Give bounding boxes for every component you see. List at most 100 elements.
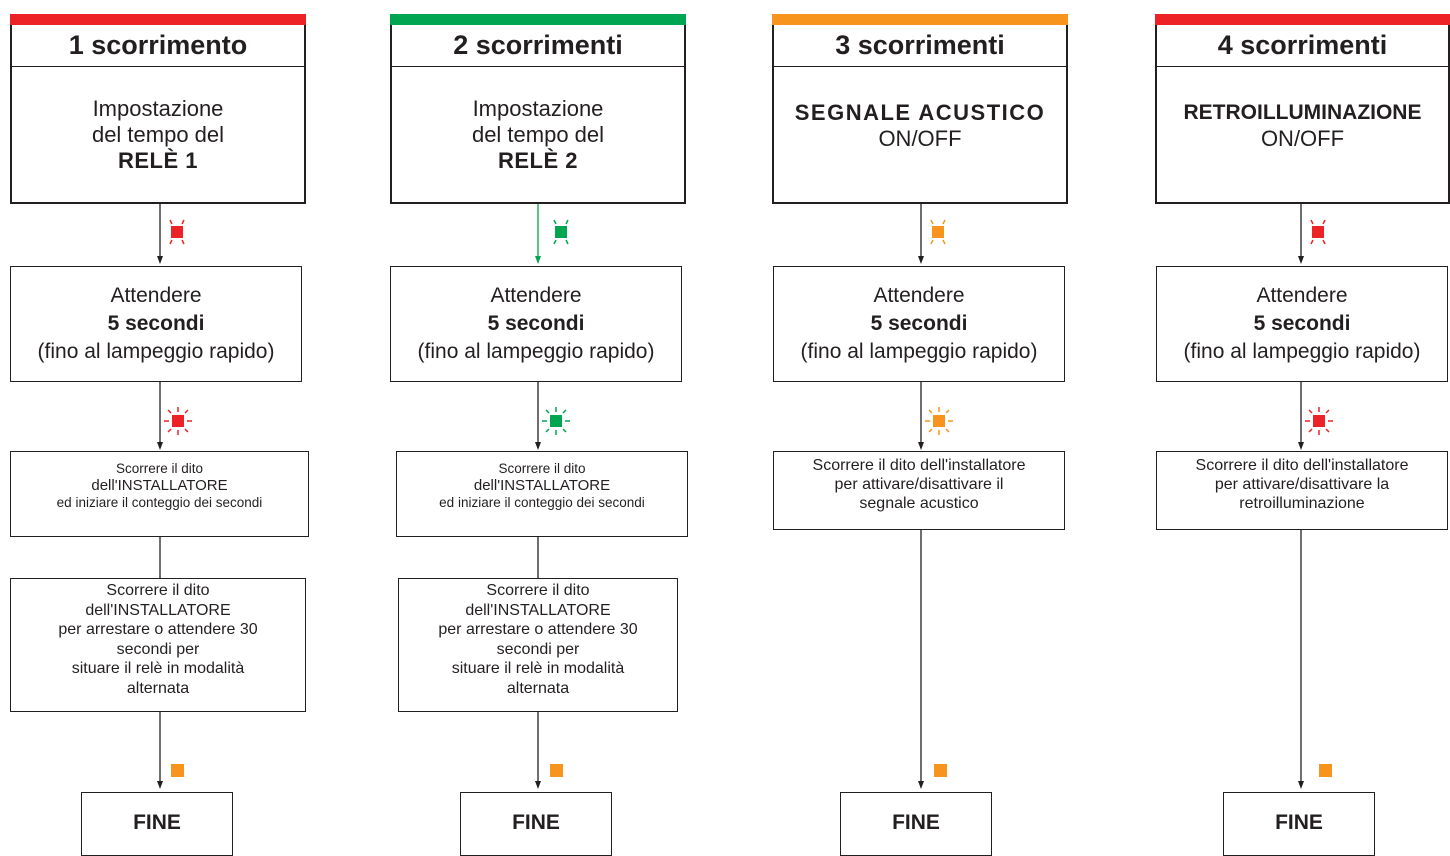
desc-line: del tempo del	[471, 122, 605, 147]
step-box: Scorrere il dito dell'installatore per a…	[1156, 451, 1448, 530]
header-description: Impostazione del tempo del RELÈ 2	[392, 68, 684, 202]
step-line: Scorrere il dito	[115, 461, 204, 476]
desc-line: Impostazione	[92, 96, 224, 121]
step-line: Scorrere il dito	[486, 582, 590, 599]
accent-bar	[772, 14, 1068, 25]
led-steady-icon	[1310, 219, 1326, 245]
step-box: Scorrere il dito dell'INSTALLATORE ed in…	[10, 451, 309, 537]
step-line: dell'INSTALLATORE	[465, 601, 611, 619]
end-label: FINE	[133, 811, 181, 834]
step-header: 3 scorrimenti SEGNALE ACUSTICO ON/OFF	[772, 14, 1068, 204]
wait-bold: 5 secondi	[1253, 312, 1351, 335]
step-line: dell'INSTALLATORE	[473, 477, 611, 494]
step-header: 4 scorrimenti RETROILLUMINAZIONE ON/OFF	[1155, 14, 1450, 204]
led-steady-icon	[550, 764, 563, 777]
step-line: per attivare/disattivare il	[834, 476, 1004, 493]
step-line: Scorrere il dito	[498, 461, 586, 476]
header-description: SEGNALE ACUSTICO ON/OFF	[774, 68, 1066, 202]
column-1: 1 scorrimento Impostazione del tempo del…	[0, 0, 310, 856]
header-description: RETROILLUMINAZIONE ON/OFF	[1157, 68, 1448, 202]
column-2: 2 scorrimenti Impostazione del tempo del…	[388, 0, 698, 856]
end-box: FINE	[460, 792, 612, 856]
end-label: FINE	[512, 811, 560, 834]
wait-line: (fino al lampeggio rapido)	[1183, 340, 1421, 363]
end-box: FINE	[840, 792, 992, 856]
header-title: 3 scorrimenti	[774, 25, 1066, 67]
wait-line: Attendere	[490, 284, 582, 307]
accent-bar	[1155, 14, 1450, 25]
end-label: FINE	[892, 811, 940, 834]
led-blinking-icon	[925, 407, 953, 435]
wait-bold: 5 secondi	[107, 312, 205, 335]
led-steady-icon	[934, 764, 947, 777]
desc-line: del tempo del	[91, 122, 225, 147]
step-line: dell'INSTALLATORE	[85, 601, 231, 619]
column-3: 3 scorrimenti SEGNALE ACUSTICO ON/OFF At…	[770, 0, 1080, 856]
accent-bar	[10, 14, 306, 25]
led-blinking-icon	[542, 407, 570, 435]
connector-lines	[1298, 204, 1304, 789]
step-line: secondi per	[116, 640, 200, 658]
step-line: secondi per	[496, 640, 580, 658]
step-line: ed iniziare il conteggio dei secondi	[56, 495, 263, 510]
stop-box: Scorrere il dito dell'INSTALLATORE per a…	[10, 578, 306, 712]
step-line: alternata	[506, 679, 570, 697]
wait-box: Attendere 5 secondi (fino al lampeggio r…	[1156, 266, 1448, 382]
accent-bar	[390, 14, 686, 25]
wait-line: (fino al lampeggio rapido)	[800, 340, 1038, 363]
step-header: 1 scorrimento Impostazione del tempo del…	[10, 14, 306, 204]
led-steady-icon	[171, 764, 184, 777]
led-blinking-icon	[1305, 407, 1333, 435]
wait-line: (fino al lampeggio rapido)	[417, 340, 655, 363]
wait-line: Attendere	[1256, 284, 1348, 307]
desc-line: Impostazione	[472, 96, 604, 121]
led-steady-icon	[169, 219, 185, 245]
wait-line: (fino al lampeggio rapido)	[37, 340, 275, 363]
wait-line: Attendere	[873, 284, 965, 307]
connector-lines	[157, 204, 163, 789]
step-line: alternata	[126, 679, 190, 697]
end-box: FINE	[1223, 792, 1375, 856]
header-description: Impostazione del tempo del RELÈ 1	[12, 68, 304, 202]
step-line: per arrestare o attendere 30	[438, 621, 638, 638]
step-line: situare il relè in modalità	[71, 660, 245, 677]
step-header: 2 scorrimenti Impostazione del tempo del…	[390, 14, 686, 204]
desc-bold: RELÈ 1	[117, 148, 199, 173]
wait-line: Attendere	[110, 284, 202, 307]
step-line: situare il relè in modalità	[451, 660, 625, 677]
column-4: 4 scorrimenti RETROILLUMINAZIONE ON/OFF …	[1153, 0, 1450, 856]
end-box: FINE	[81, 792, 233, 856]
step-line: Scorrere il dito	[106, 582, 210, 599]
header-title: 4 scorrimenti	[1157, 25, 1448, 67]
desc-bold: RELÈ 2	[497, 148, 579, 173]
wait-box: Attendere 5 secondi (fino al lampeggio r…	[390, 266, 682, 382]
step-line: per attivare/disattivare la	[1214, 476, 1390, 493]
step-line: retroilluminazione	[1239, 495, 1365, 512]
end-label: FINE	[1275, 811, 1323, 834]
wait-bold: 5 secondi	[870, 312, 968, 335]
led-steady-icon	[553, 219, 569, 245]
header-title: 2 scorrimenti	[392, 25, 684, 67]
step-line: dell'INSTALLATORE	[91, 477, 228, 494]
led-steady-icon	[930, 219, 946, 245]
desc-bold: RETROILLUMINAZIONE	[1183, 101, 1422, 124]
led-blinking-icon	[164, 407, 192, 435]
step-box: Scorrere il dito dell'installatore per a…	[773, 451, 1065, 530]
stop-box: Scorrere il dito dell'INSTALLATORE per a…	[398, 578, 678, 712]
step-line: Scorrere il dito dell'installatore	[1195, 457, 1409, 474]
wait-bold: 5 secondi	[487, 312, 585, 335]
wait-box: Attendere 5 secondi (fino al lampeggio r…	[10, 266, 302, 382]
desc-line: ON/OFF	[878, 126, 962, 151]
step-line: segnale acustico	[859, 495, 979, 512]
led-steady-icon	[1319, 764, 1332, 777]
wait-box: Attendere 5 secondi (fino al lampeggio r…	[773, 266, 1065, 382]
desc-line: ON/OFF	[1260, 126, 1345, 151]
step-box: Scorrere il dito dell'INSTALLATORE ed in…	[396, 451, 688, 537]
connector-lines	[918, 204, 924, 789]
step-line: per arrestare o attendere 30	[58, 621, 258, 638]
header-title: 1 scorrimento	[12, 25, 304, 67]
connector-lines	[535, 204, 541, 789]
step-line: ed iniziare il conteggio dei secondi	[439, 495, 645, 510]
step-line: Scorrere il dito dell'installatore	[812, 457, 1026, 474]
desc-bold: SEGNALE ACUSTICO	[794, 100, 1046, 125]
